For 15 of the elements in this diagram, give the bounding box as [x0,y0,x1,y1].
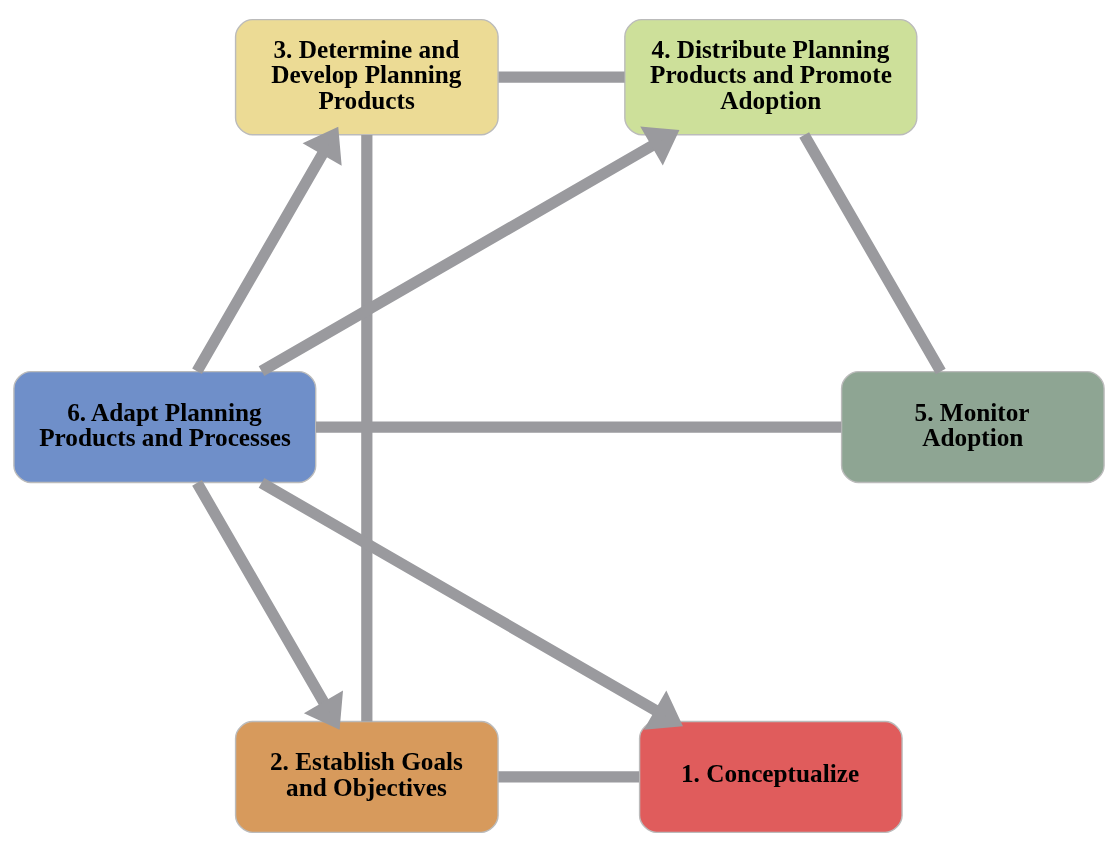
node-box: 1. Conceptualize [638,720,903,834]
node-box: 4. Distribute Planning Products and Promote Adoption [624,18,918,136]
arrow [258,478,683,730]
connector [498,71,625,83]
arrow [192,126,342,375]
connector [498,771,640,783]
arrow [258,126,680,377]
arrow [192,480,343,730]
connector [361,135,373,722]
connector [799,132,946,375]
node-box: 2. Establish Goals and Objectives [234,720,499,834]
node-box: 5. Monitor Adoption [840,370,1105,484]
node-box: 3. Determine and Develop Planning Products [234,18,499,136]
connector [316,421,842,433]
node-box: 6. Adapt Planning Products and Processes [13,370,317,484]
